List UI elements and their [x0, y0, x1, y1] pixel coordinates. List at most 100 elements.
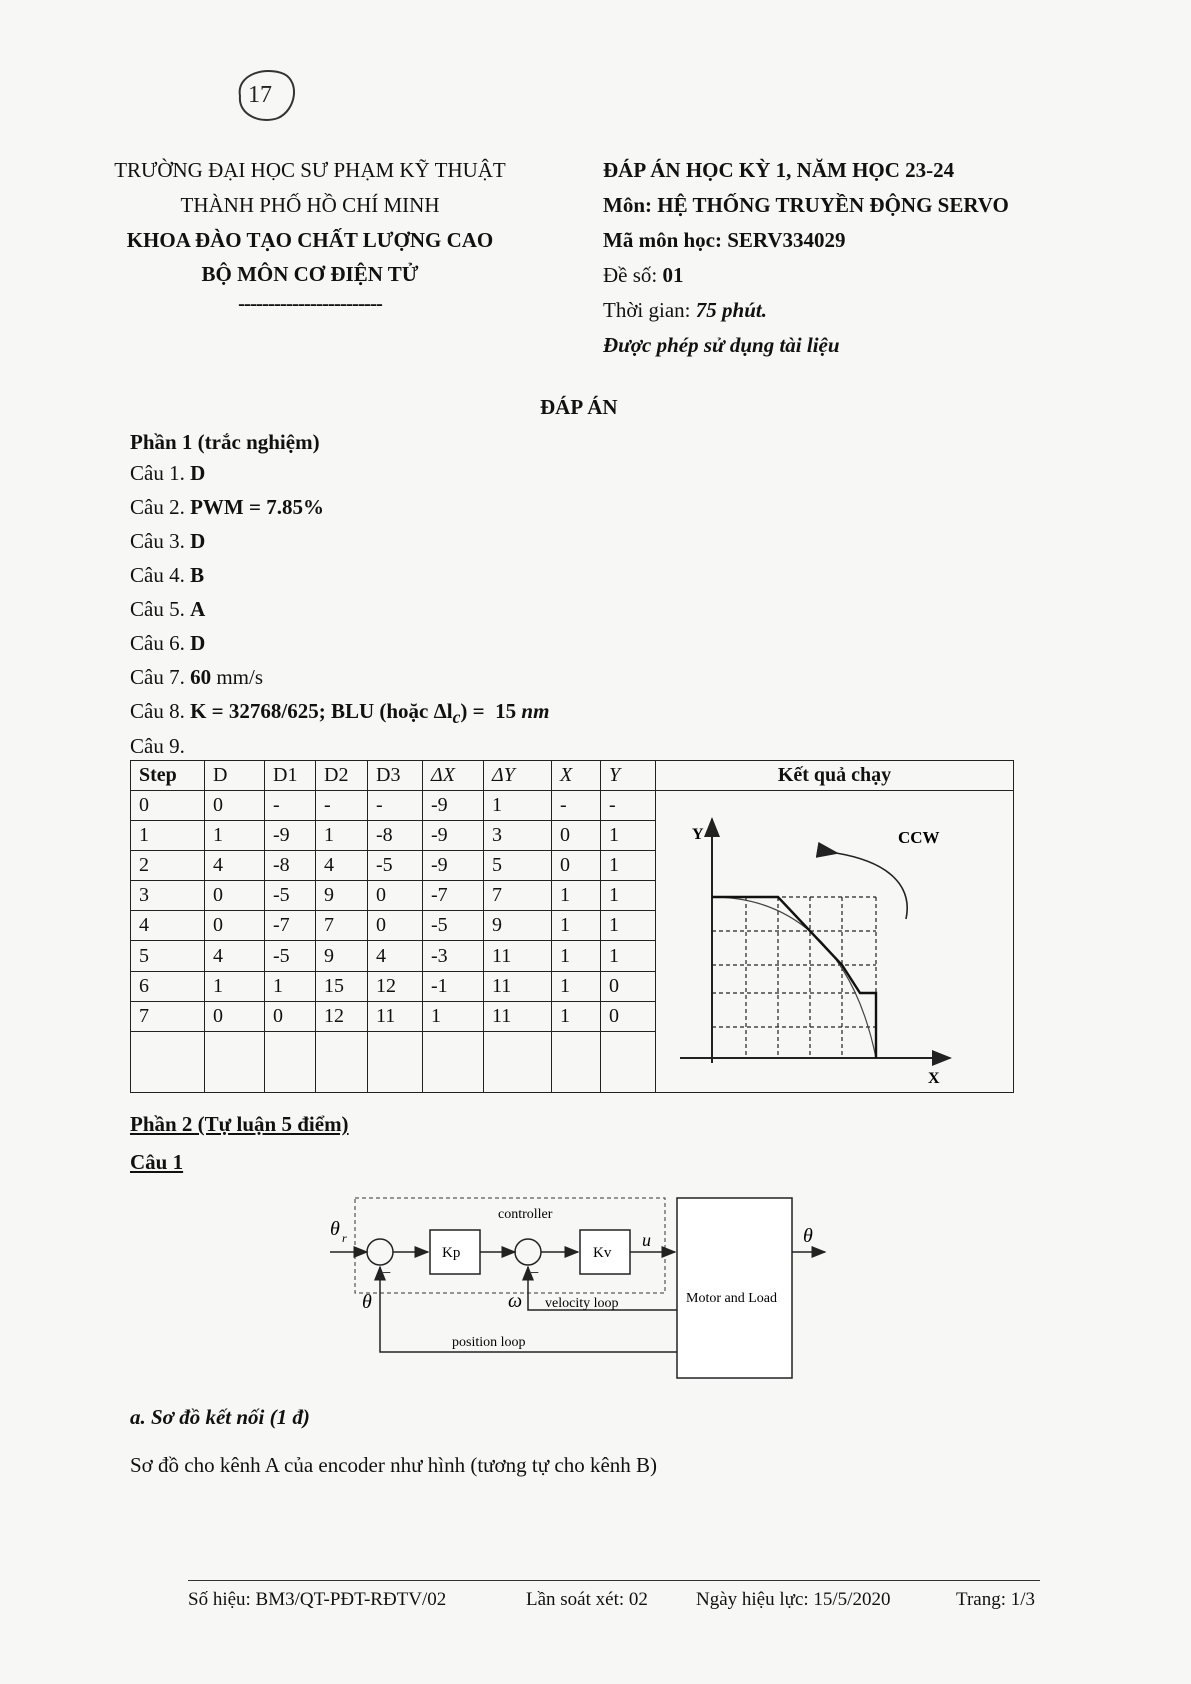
footer-doc-number: Số hiệu: BM3/QT-PĐT-RĐTV/02 [188, 1589, 447, 1610]
controller-label: controller [498, 1207, 553, 1222]
table-cell: - [600, 789, 656, 822]
table-cell: 4 [315, 850, 368, 882]
answer-unit: mm/s [216, 665, 264, 689]
footer-page: Trang: 1/3 [956, 1589, 1036, 1610]
table-cell: - [551, 789, 601, 822]
footer-revision: Lần soát xét: 02 [526, 1589, 648, 1610]
table-cell: -9 [422, 850, 484, 882]
part2-heading: Phần 2 (Tự luận 5 điểm) [130, 1112, 349, 1136]
answer-value: D [190, 461, 206, 485]
table-cell: 1 [600, 910, 656, 942]
col-header: Step [130, 760, 205, 791]
velocity-sum-junction [514, 1238, 542, 1266]
kv-block [579, 1229, 631, 1275]
answer-item: Câu 6. D [130, 626, 549, 660]
exam-no-value: 01 [662, 262, 684, 287]
footer-effective-date: Ngày hiệu lực: 15/5/2020 [696, 1589, 891, 1610]
output-label: θ [803, 1225, 813, 1247]
table-cell: 1 [130, 820, 205, 852]
y-axis-label: Y [692, 826, 704, 843]
table-cell: 15 [315, 970, 368, 1002]
question9-label: Câu 9. [130, 734, 185, 758]
minus-sign: − [382, 1265, 391, 1282]
header-left: TRƯỜNG ĐẠI HỌC SƯ PHẠM KỸ THUẬT THÀNH PH… [70, 158, 550, 316]
table-cell: -5 [264, 880, 316, 912]
table-cell: 4 [204, 940, 265, 972]
time-value: 75 phút. [695, 297, 767, 322]
faculty-name: KHOA ĐÀO TẠO CHẤT LƯỢNG CAO [126, 228, 494, 253]
table-cell: 0 [204, 1000, 265, 1032]
table-cell: -9 [264, 820, 316, 852]
col-header: D3 [367, 760, 423, 791]
result-header: Kết quả chạy [655, 760, 1014, 791]
table-cell: 9 [315, 940, 368, 972]
col-header: ΔX [422, 760, 484, 791]
table-row [130, 1030, 1014, 1094]
table-cell: 0 [204, 789, 265, 822]
col-header: D [204, 760, 265, 791]
position-loop-label: position loop [452, 1335, 526, 1350]
table-cell: 9 [315, 880, 368, 912]
table-cell: -5 [422, 910, 484, 942]
answer-item: Câu 7. 60 mm/s [130, 660, 549, 694]
time-label: Thời gian: [603, 297, 691, 322]
subject-label: Môn: [603, 193, 652, 218]
table-cell [483, 1030, 552, 1094]
answer-value: D [190, 631, 206, 655]
answer-value: A [190, 597, 206, 621]
interpolation-table: Step D D1 D2 D3 ΔX ΔY X Y Kết quả chạy 0… [130, 760, 1014, 1094]
answer-item: Câu 5. A [130, 592, 549, 626]
answer-item: Câu 3. D [130, 524, 549, 558]
table-cell: 7 [483, 880, 552, 912]
university-name: TRƯỜNG ĐẠI HỌC SƯ PHẠM KỸ THUẬT [114, 158, 506, 182]
table-cell: -5 [367, 850, 423, 882]
answer-value: D [190, 529, 206, 553]
kv-label: Kv [593, 1245, 612, 1261]
city-name: THÀNH PHỐ HỒ CHÍ MINH [180, 193, 440, 218]
question-label: Câu 8. [130, 699, 185, 723]
table-cell: 0 [204, 880, 265, 912]
question-label: Câu 3. [130, 529, 185, 553]
materials-note: Được phép sử dụng tài liệu [603, 332, 840, 357]
table-cell: 1 [551, 940, 601, 972]
table-cell: 12 [315, 1000, 368, 1032]
department-name: BỘ MÔN CƠ ĐIỆN TỬ [201, 261, 419, 286]
answer-value: PWM = 7.85% [190, 495, 324, 519]
footer: Số hiệu: BM3/QT-PĐT-RĐTV/02 Lần soát xét… [188, 1580, 1040, 1610]
table-cell: 3 [130, 880, 205, 912]
table-cell: 1 [551, 910, 601, 942]
table-cell: -9 [422, 789, 484, 822]
table-cell: 0 [367, 880, 423, 912]
question-label: Câu 4. [130, 563, 185, 587]
question1-heading: Câu 1 [130, 1150, 184, 1174]
col-header: Y [600, 760, 656, 791]
step-path [712, 895, 878, 1058]
table-cell: -8 [367, 820, 423, 852]
table-cell: 1 [600, 850, 656, 882]
table-cell: 4 [367, 940, 423, 972]
exam-no-label: Đề số: [603, 262, 658, 287]
table-cell: - [367, 789, 423, 822]
col-header: D1 [264, 760, 316, 791]
table-cell: -7 [264, 910, 316, 942]
answer-item: Câu 1. D [130, 456, 549, 490]
table-cell: -7 [422, 880, 484, 912]
code-value: SERV334029 [727, 228, 846, 253]
section-a-heading: a. Sơ đồ kết nối (1 đ) [130, 1405, 310, 1429]
table-cell [264, 1030, 316, 1094]
input-subscript: r [342, 1231, 347, 1245]
header-divider: ------------------------ [238, 290, 383, 315]
answer-item: Câu 4. B [130, 558, 549, 592]
table-cell: -9 [422, 820, 484, 852]
control-block-diagram: controller θ r − Kp − Kv u Motor and Loa… [330, 1197, 827, 1379]
table-cell: 1 [315, 820, 368, 852]
table-cell: 0 [204, 910, 265, 942]
table-cell: 0 [551, 820, 601, 852]
table-cell [315, 1030, 368, 1094]
table-cell: 11 [367, 1000, 423, 1032]
table-cell: 1 [600, 880, 656, 912]
